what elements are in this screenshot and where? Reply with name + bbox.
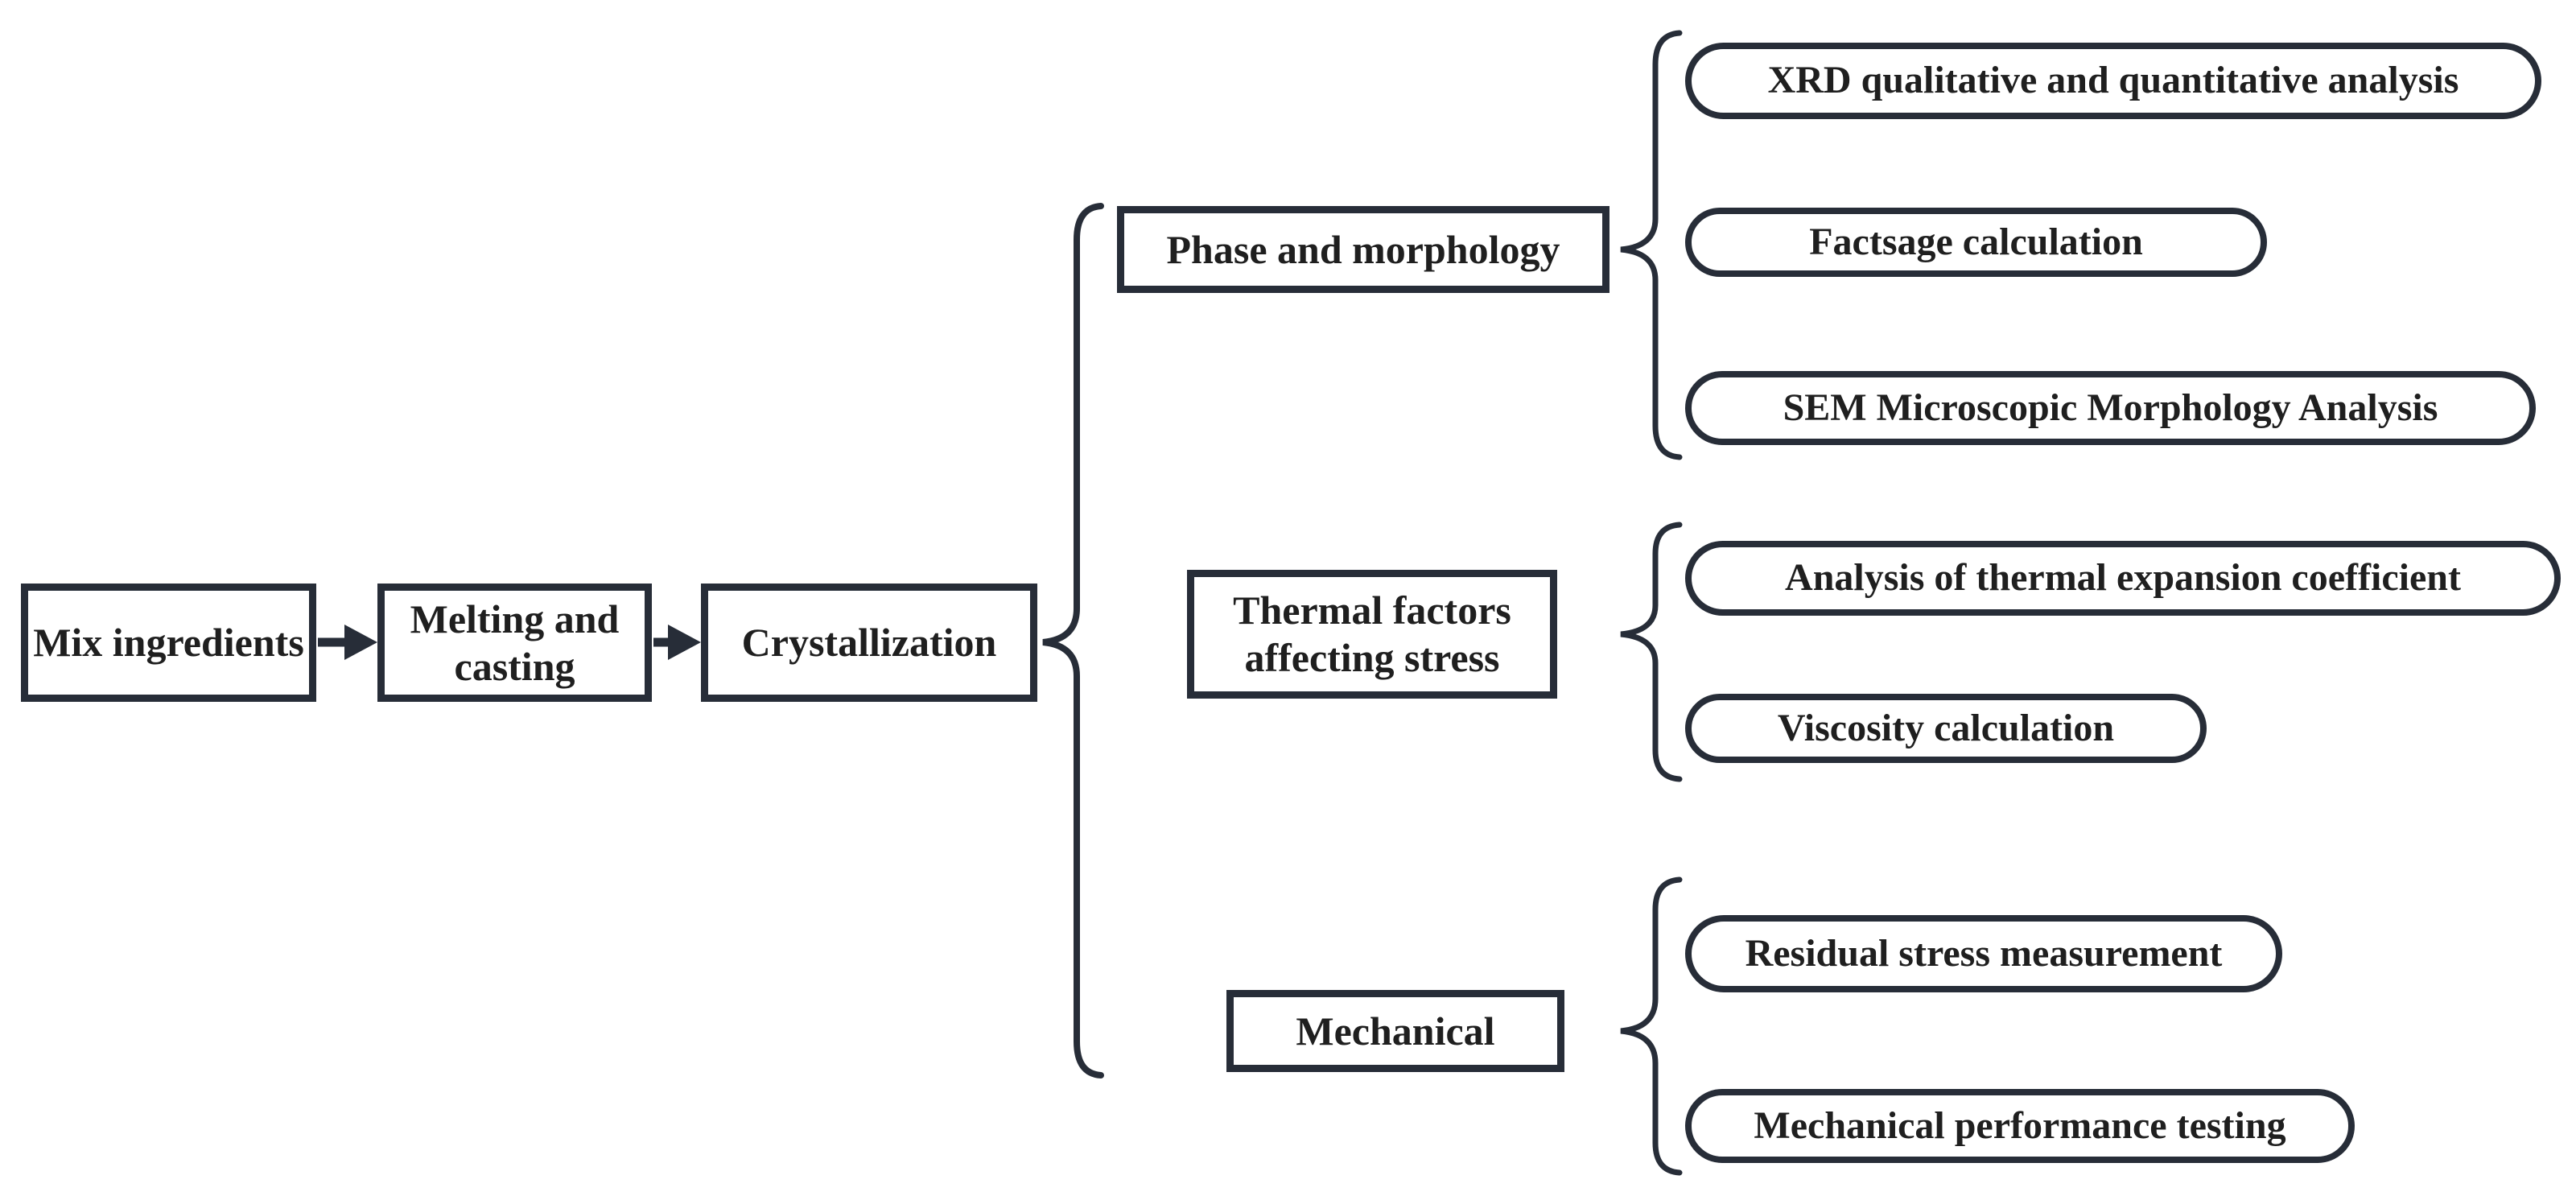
item-mechanical-performance-testing: Mechanical performance testing: [1685, 1089, 2355, 1163]
item-label: Viscosity calculation: [1777, 706, 2115, 749]
item-xrd-qualitative-quantitative-analysis: XRD qualitative and quantitative analysi…: [1685, 43, 2541, 119]
category-thermal-factors-affecting-stress: Thermal factors affecting stress: [1187, 570, 1557, 699]
category-mechanical: Mechanical: [1226, 990, 1564, 1072]
item-factsage-calculation: Factsage calculation: [1685, 208, 2267, 277]
item-viscosity-calculation: Viscosity calculation: [1685, 694, 2207, 763]
item-label: SEM Microscopic Morphology Analysis: [1783, 386, 2438, 429]
flow-step-label: Melting and casting: [410, 596, 620, 689]
category-label: Thermal factors affecting stress: [1233, 588, 1511, 680]
item-label: Residual stress measurement: [1745, 931, 2223, 975]
item-residual-stress-measurement: Residual stress measurement: [1685, 915, 2282, 992]
flow-step-crystallization: Crystallization: [701, 584, 1037, 702]
item-label: Mechanical performance testing: [1754, 1103, 2286, 1147]
flow-step-label: Crystallization: [741, 620, 997, 665]
item-analysis-of-thermal-expansion-coefficient: Analysis of thermal expansion coefficien…: [1685, 541, 2561, 616]
item-label: Factsage calculation: [1809, 220, 2143, 263]
mechanical-brace-icon: [1620, 876, 1683, 1176]
item-sem-microscopic-morphology-analysis: SEM Microscopic Morphology Analysis: [1685, 371, 2536, 445]
item-label: XRD qualitative and quantitative analysi…: [1767, 59, 2459, 102]
flow-step-mix-ingredients: Mix ingredients: [21, 584, 316, 702]
main-brace-icon: [1042, 203, 1104, 1078]
flow-step-label: Mix ingredients: [33, 620, 304, 665]
phase-brace-icon: [1620, 30, 1683, 460]
arrow-mix-to-melting-icon: [318, 625, 377, 660]
thermal-brace-icon: [1620, 522, 1683, 782]
category-label: Mechanical: [1296, 1008, 1495, 1054]
category-phase-and-morphology: Phase and morphology: [1117, 206, 1609, 293]
flow-step-melting-and-casting: Melting and casting: [377, 584, 652, 702]
arrow-melting-to-crystallization-icon: [653, 625, 701, 660]
category-label: Phase and morphology: [1166, 226, 1560, 272]
item-label: Analysis of thermal expansion coefficien…: [1785, 556, 2461, 600]
